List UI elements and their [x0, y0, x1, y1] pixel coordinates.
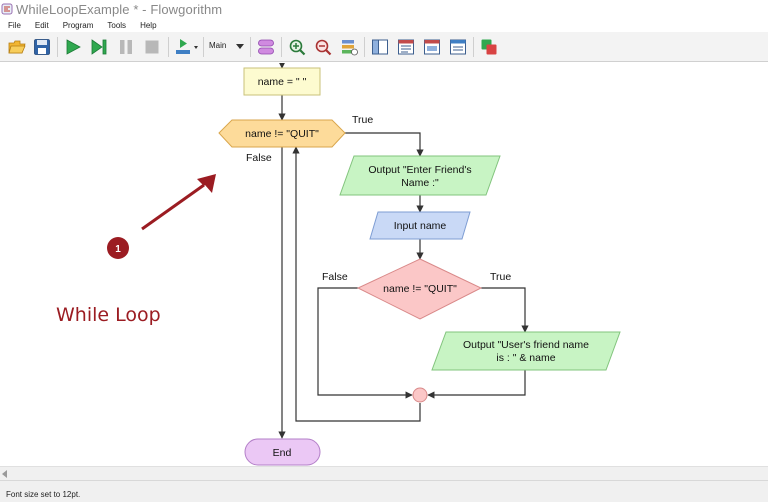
step-button[interactable]	[89, 37, 109, 57]
zoom-in-button[interactable]	[287, 37, 307, 57]
toolbar-separator	[250, 37, 251, 57]
annotation-label: While Loop	[56, 304, 161, 326]
status-bar: Font size set to 12pt.	[0, 480, 768, 502]
annotation-arrow	[141, 183, 205, 231]
translate-button[interactable]	[479, 37, 499, 57]
menu-tools[interactable]: Tools	[107, 20, 127, 30]
menu-program[interactable]: Program	[62, 20, 94, 30]
layout-4-button[interactable]	[448, 37, 468, 57]
output2-line2-text: is : " & name	[496, 352, 555, 364]
annotation-badge	[107, 237, 129, 259]
run-button[interactable]	[63, 37, 83, 57]
function-selector[interactable]: Main	[209, 41, 227, 50]
layout-1-icon	[372, 39, 388, 55]
flowchart-connectors	[278, 63, 529, 439]
stop-button[interactable]	[142, 37, 162, 57]
title-bar: WhileLoopExample * - Flowgorithm	[0, 0, 768, 18]
menu-help[interactable]: Help	[140, 20, 157, 30]
layout-3-button[interactable]	[422, 37, 442, 57]
layout-1-button[interactable]	[370, 37, 390, 57]
while-loop-shape[interactable]	[218, 119, 346, 148]
variables-icon	[258, 39, 274, 55]
layers-icon	[342, 40, 358, 56]
run-mode-icon	[176, 39, 190, 54]
translate-icon	[481, 39, 497, 55]
variables-button[interactable]	[256, 37, 276, 57]
output1-line2-text: Name :"	[401, 177, 439, 189]
menu-file[interactable]: File	[8, 20, 21, 30]
annotation-arrow-head	[142, 174, 216, 229]
window-title: WhileLoopExample * - Flowgorithm	[16, 1, 223, 17]
while-true-label: True	[352, 114, 373, 126]
run-mode-button[interactable]	[173, 37, 193, 57]
horizontal-scrollbar[interactable]	[0, 466, 768, 480]
toolbar: Main	[0, 32, 768, 62]
run-icon	[66, 39, 81, 55]
zoom-in-icon	[289, 39, 306, 56]
layout-4-icon	[450, 39, 466, 55]
stop-icon	[145, 40, 159, 54]
if-condition-shape[interactable]	[356, 258, 483, 320]
pause-icon	[120, 40, 132, 54]
input-text: Input name	[394, 220, 447, 232]
menu-bar: File Edit Program Tools Help	[0, 18, 768, 32]
toolbar-separator	[203, 37, 204, 57]
zoom-out-button[interactable]	[313, 37, 333, 57]
output2-line1-text: Output "User's friend name	[463, 339, 589, 351]
run-mode-dropdown-arrow[interactable]	[194, 46, 198, 49]
pause-button[interactable]	[116, 37, 136, 57]
end-text: End	[273, 447, 292, 459]
if-junction-circle	[412, 387, 428, 403]
menu-edit[interactable]: Edit	[34, 20, 49, 30]
output-user-friend-shape[interactable]	[431, 331, 621, 371]
toolbar-separator	[168, 37, 169, 57]
end-terminal-shape[interactable]	[244, 438, 321, 466]
output-enter-friend-shape[interactable]	[339, 155, 501, 196]
input-name-shape[interactable]	[369, 211, 471, 240]
layers-button[interactable]	[339, 37, 359, 57]
scroll-left-icon[interactable]	[2, 470, 7, 478]
while-condition-text: name != "QUIT"	[245, 128, 319, 140]
open-button[interactable]	[7, 37, 27, 57]
layout-2-button[interactable]	[396, 37, 416, 57]
flowgorithm-app-icon	[1, 3, 13, 15]
toolbar-separator	[57, 37, 58, 57]
if-true-label: True	[490, 271, 511, 283]
chevron-down-icon[interactable]	[236, 44, 244, 49]
status-text: Font size set to 12pt.	[6, 490, 81, 499]
layout-2-icon	[398, 39, 414, 55]
save-button[interactable]	[32, 37, 52, 57]
if-false-label: False	[322, 271, 348, 283]
while-false-label: False	[246, 152, 272, 164]
if-condition-text: name != "QUIT"	[383, 283, 457, 295]
toolbar-separator	[281, 37, 282, 57]
toolbar-separator	[473, 37, 474, 57]
assign-shape[interactable]	[243, 67, 321, 96]
toolbar-separator	[364, 37, 365, 57]
output1-line1-text: Output "Enter Friend's	[368, 164, 471, 176]
annotation-badge-number: 1	[115, 244, 121, 255]
open-folder-icon	[8, 40, 26, 54]
save-icon	[34, 39, 50, 55]
flowchart-canvas[interactable]: name = " " name != "QUIT" True False Out…	[0, 63, 768, 466]
zoom-out-icon	[315, 39, 332, 56]
layout-3-icon	[424, 39, 440, 55]
assign-text: name = " "	[258, 76, 307, 88]
step-icon	[91, 39, 107, 55]
flowchart-diagram: name = " " name != "QUIT" True False Out…	[56, 63, 621, 466]
